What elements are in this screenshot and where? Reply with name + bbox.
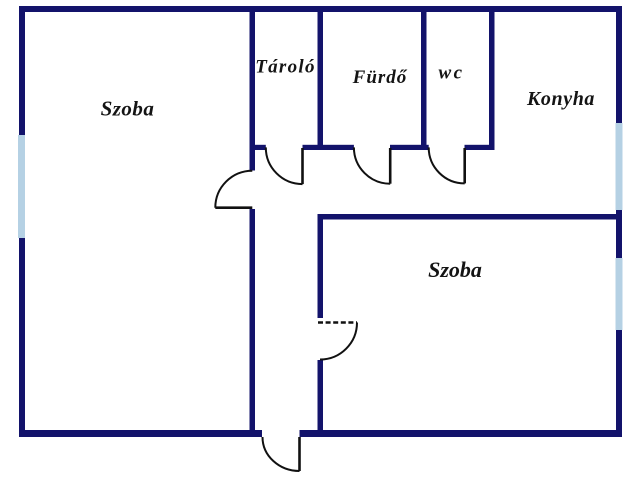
svg-text:wc: wc xyxy=(438,62,464,83)
svg-text:Szoba: Szoba xyxy=(428,257,482,282)
svg-text:Tároló: Tároló xyxy=(255,57,316,78)
svg-text:Fürdő: Fürdő xyxy=(352,67,408,88)
svg-text:Konyha: Konyha xyxy=(526,88,595,110)
svg-text:Szoba: Szoba xyxy=(101,97,155,121)
